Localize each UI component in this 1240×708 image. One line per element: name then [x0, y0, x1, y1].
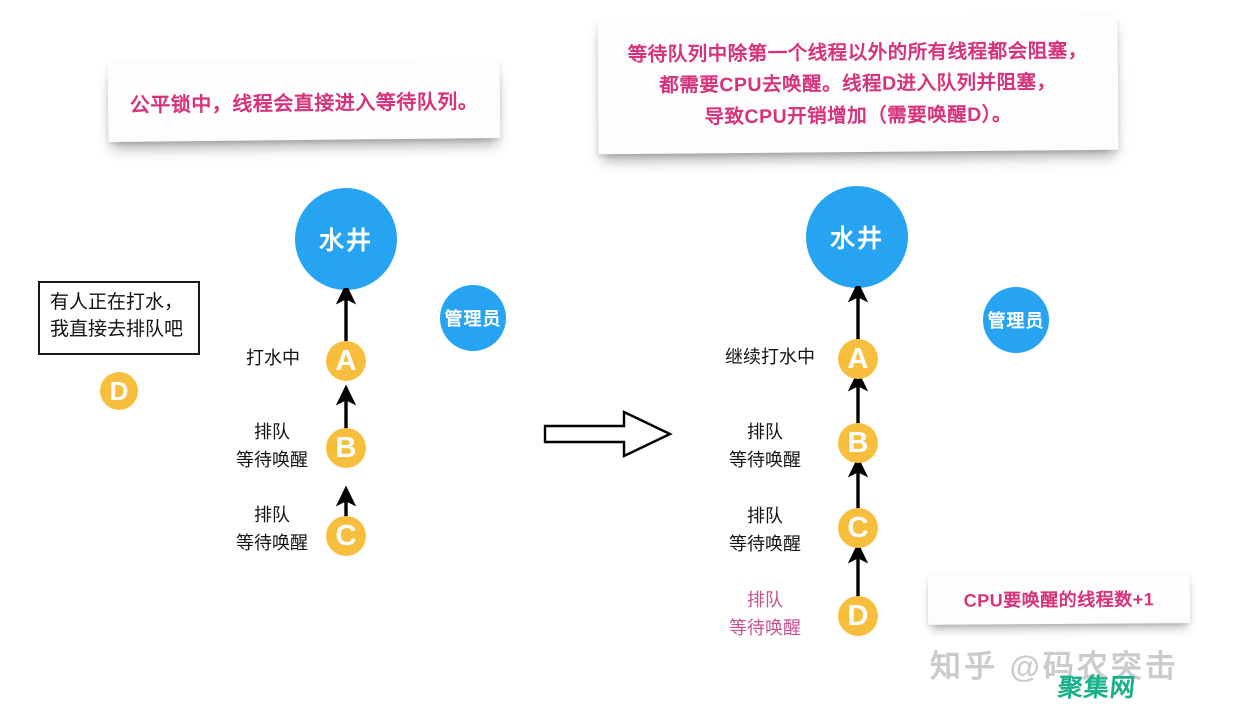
thought-box-line: 有人正在打水， [50, 292, 184, 313]
callout-cpu-overhead-text: 等待队列中除第一个线程以外的所有线程都会阻塞， 都需要CPU去唤醒。线程D进入队… [628, 36, 1089, 135]
thread-status-c-left: 排队 等待唤醒 [236, 502, 308, 558]
status-line: 等待唤醒 [236, 450, 308, 470]
callout-line: CPU要唤醒的线程数+1 [963, 589, 1155, 611]
thread-node-c-right: C [838, 508, 878, 548]
status-line: 排队 [254, 422, 290, 443]
status-line: 排队 [747, 506, 783, 527]
status-line: 等待唤醒 [729, 618, 801, 638]
callout-line: 公平锁中，线程会直接进入等待队列。 [129, 90, 479, 117]
thought-box-thread-d: 有人正在打水， 我直接去排队吧 [38, 281, 200, 355]
thread-node-b-left: B [326, 428, 366, 468]
watermark-zhihu: 知乎 @码农突击 [930, 649, 1179, 684]
thread-node-b-right: B [838, 423, 878, 463]
thread-node-a-left: A [326, 341, 366, 381]
callout-line: 导致CPU开销增加（需要唤醒D）。 [704, 103, 1013, 129]
status-line: 继续打水中 [725, 347, 815, 368]
status-line: 等待唤醒 [729, 450, 801, 470]
status-line: 等待唤醒 [236, 533, 308, 553]
callout-fair-lock: 公平锁中，线程会直接进入等待队列。 [107, 59, 501, 143]
thought-box-line: 我直接去排队吧 [50, 318, 184, 340]
right-block-arrow-icon [543, 410, 673, 458]
thread-status-c-right: 排队 等待唤醒 [729, 503, 801, 559]
queue-connectors-right [847, 286, 869, 602]
thread-node-a-right: A [838, 339, 878, 379]
well-node-right: 水井 [806, 186, 908, 288]
admin-node-right: 管理员 [983, 287, 1049, 353]
thread-status-a-left: 打水中 [246, 345, 300, 373]
thread-node-c-left: C [326, 516, 366, 556]
thread-status-d-right: 排队 等待唤醒 [729, 587, 801, 643]
status-line: 打水中 [246, 348, 300, 369]
callout-line: 都需要CPU去唤醒。线程D进入队列并阻塞， [659, 71, 1057, 97]
callout-cpu-wakeup-count: CPU要唤醒的线程数+1 [927, 573, 1191, 625]
callout-fair-lock-text: 公平锁中，线程会直接进入等待队列。 [130, 85, 479, 118]
thread-node-d-unqueued: D [100, 372, 138, 410]
thread-status-b-right: 排队 等待唤醒 [729, 419, 801, 475]
thread-status-b-left: 排队 等待唤醒 [236, 419, 308, 475]
thread-node-d-right: D [838, 596, 878, 636]
callout-line: 等待队列中除第一个线程以外的所有线程都会阻塞， [627, 39, 1088, 66]
watermark-site: 聚集网 [1056, 674, 1138, 702]
admin-node-left: 管理员 [440, 285, 506, 351]
status-line: 等待唤醒 [729, 534, 801, 554]
status-line: 排队 [254, 505, 290, 526]
status-line: 排队 [747, 590, 783, 611]
well-node-left: 水井 [295, 188, 397, 290]
thread-status-a-right: 继续打水中 [725, 344, 815, 372]
status-line: 排队 [747, 422, 783, 443]
callout-cpu-overhead: 等待队列中除第一个线程以外的所有线程都会阻塞， 都需要CPU去唤醒。线程D进入队… [597, 15, 1119, 155]
callout-cpu-wakeup-count-text: CPU要唤醒的线程数+1 [964, 585, 1155, 612]
